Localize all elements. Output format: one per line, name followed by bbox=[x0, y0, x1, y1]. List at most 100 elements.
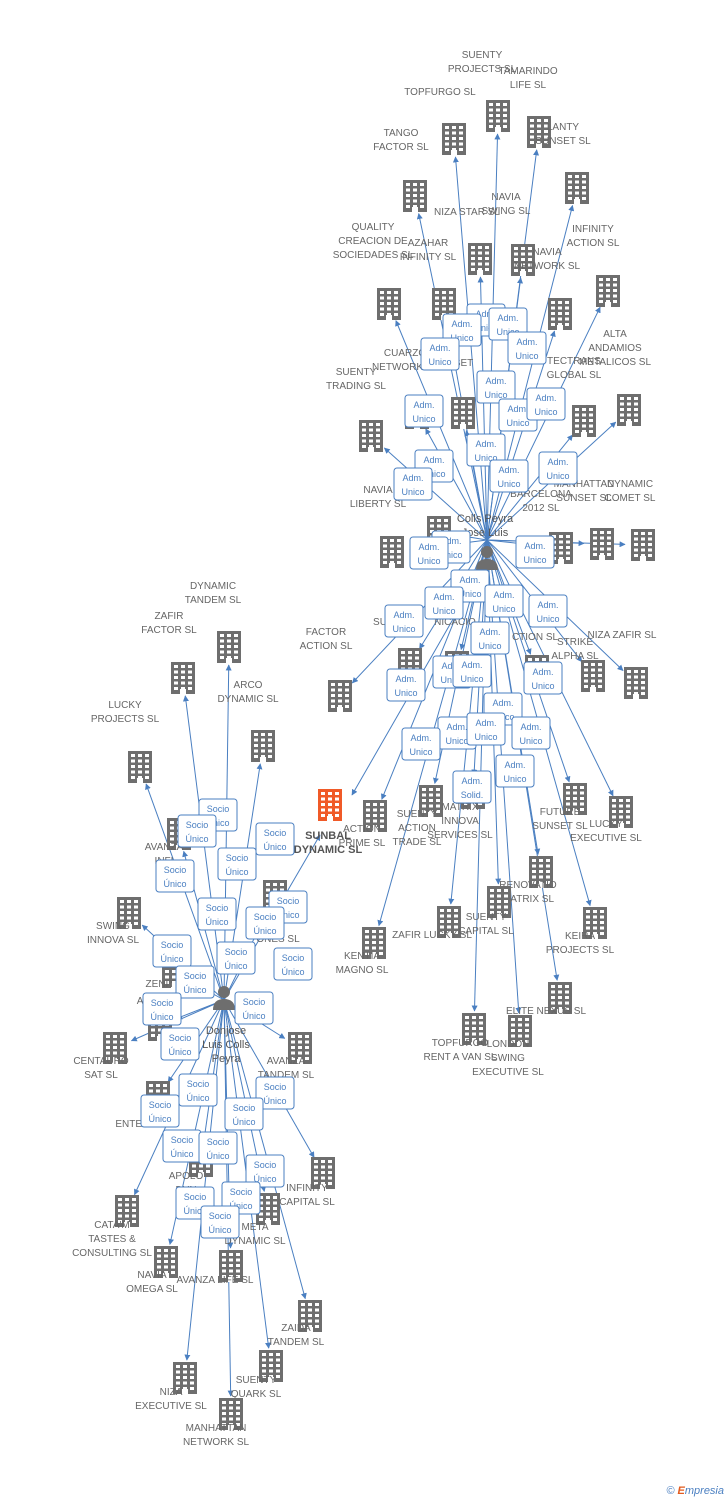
relation-badge-adm-unico[interactable]: Adm.Unico bbox=[484, 584, 524, 618]
company-building-icon[interactable] bbox=[596, 275, 620, 307]
company-building-icon[interactable] bbox=[508, 1015, 532, 1047]
building-window bbox=[165, 970, 169, 973]
company-building-icon[interactable] bbox=[251, 730, 275, 762]
company-building-icon[interactable] bbox=[403, 180, 427, 212]
company-building-icon[interactable] bbox=[154, 1246, 178, 1278]
relation-badge-adm-unico[interactable]: Adm.Unico bbox=[424, 586, 464, 620]
building-window bbox=[328, 1176, 332, 1180]
company-building-icon[interactable] bbox=[117, 897, 141, 929]
company-building-icon[interactable] bbox=[617, 394, 641, 426]
company-building-icon[interactable] bbox=[217, 631, 241, 663]
company-building-icon[interactable] bbox=[437, 906, 461, 938]
relation-badge-adm-unico[interactable]: Adm.Unico bbox=[528, 594, 568, 628]
company-building-icon[interactable] bbox=[631, 529, 655, 561]
company-building-icon[interactable] bbox=[462, 1013, 486, 1045]
person-icon[interactable] bbox=[213, 986, 235, 1010]
relation-badge-adm-unico[interactable]: Adm.Unico bbox=[470, 621, 510, 655]
company-building-icon[interactable] bbox=[377, 288, 401, 320]
company-building-icon[interactable] bbox=[128, 751, 152, 783]
company-building-icon[interactable] bbox=[624, 667, 648, 699]
building-window bbox=[379, 946, 383, 950]
person-icon[interactable] bbox=[476, 546, 498, 570]
company-building-icon[interactable] bbox=[173, 1362, 197, 1394]
company-building-icon[interactable] bbox=[171, 662, 195, 694]
company-building-icon[interactable] bbox=[219, 1398, 243, 1430]
company-building-icon[interactable] bbox=[468, 243, 492, 275]
relation-badge-adm-unico[interactable]: Adm.Unico bbox=[489, 459, 529, 493]
company-building-icon[interactable] bbox=[565, 172, 589, 204]
company-building-icon[interactable] bbox=[288, 1032, 312, 1064]
relation-badge-adm-unico[interactable]: Adm.Unico bbox=[401, 727, 441, 761]
relation-badge-adm-unico[interactable]: Adm.Unico bbox=[476, 370, 516, 404]
relation-badge-adm-unico[interactable]: Adm.Unico bbox=[526, 387, 566, 421]
relation-badge-text: Adm.Unico bbox=[460, 660, 483, 684]
company-building-icon[interactable] bbox=[103, 1032, 127, 1064]
company-building-icon[interactable] bbox=[581, 660, 605, 692]
relation-badge-adm-unico[interactable]: Adm.Unico bbox=[386, 668, 426, 702]
company-building-icon[interactable] bbox=[380, 536, 404, 568]
relation-badge-adm-unico[interactable]: Adm.Unico bbox=[523, 661, 563, 695]
company-building-icon[interactable] bbox=[451, 397, 475, 429]
company-building-icon[interactable] bbox=[219, 1250, 243, 1282]
company-building-icon[interactable] bbox=[529, 856, 553, 888]
company-building-icon[interactable] bbox=[548, 298, 572, 330]
relation-badge-adm-unico[interactable]: Adm.Unico bbox=[466, 433, 506, 467]
company-building-icon[interactable] bbox=[548, 982, 572, 1014]
company-building-icon[interactable] bbox=[590, 528, 614, 560]
company-building-icon[interactable] bbox=[259, 1350, 283, 1382]
relation-badge-adm-unico[interactable]: Adm.Unico bbox=[404, 394, 444, 428]
company-building-icon[interactable] bbox=[583, 907, 607, 939]
company-building-icon[interactable] bbox=[527, 116, 551, 148]
relation-badge-adm-unico[interactable]: Adm.Unico bbox=[495, 754, 535, 788]
company-building-icon[interactable] bbox=[115, 1195, 139, 1227]
company-building-icon[interactable] bbox=[572, 405, 596, 437]
relation-badge-adm-unico[interactable]: Adm.Unico bbox=[409, 536, 449, 570]
relation-badge-adm-unico[interactable]: Adm.Unico bbox=[384, 604, 424, 638]
relation-badge-adm-unico[interactable]: Adm.Unico bbox=[452, 654, 492, 688]
company-building-icon[interactable] bbox=[311, 1157, 335, 1189]
company-building-icon[interactable] bbox=[359, 420, 383, 452]
relation-badge-adm-unico[interactable]: Adm.Unico bbox=[420, 337, 460, 371]
company-building-icon[interactable] bbox=[363, 800, 387, 832]
company-building-icon[interactable] bbox=[487, 886, 511, 918]
relation-badge-adm-unico[interactable]: Adm.Unico bbox=[511, 716, 551, 750]
company-building-icon[interactable] bbox=[563, 783, 587, 815]
relation-badge-adm-unico[interactable]: Adm.Unico bbox=[538, 451, 578, 485]
company-building-icon[interactable] bbox=[486, 100, 510, 132]
company-building-icon[interactable] bbox=[511, 244, 535, 276]
building-window bbox=[390, 544, 394, 548]
company-building-icon[interactable] bbox=[328, 680, 352, 712]
center-company-building-icon[interactable] bbox=[318, 789, 342, 821]
company-building-icon[interactable] bbox=[362, 927, 386, 959]
relation-badge-adm-unico[interactable]: Adm.Unico bbox=[393, 467, 433, 501]
relation-badge-adm-solid[interactable]: Adm.Solid. bbox=[452, 770, 492, 804]
company-building-icon[interactable] bbox=[298, 1300, 322, 1332]
relation-badge-adm-unico[interactable]: Adm.Unico bbox=[507, 331, 547, 365]
relation-badge-adm-unico[interactable]: Adm.Unico bbox=[515, 535, 555, 569]
company-building-icon[interactable] bbox=[442, 123, 466, 155]
company-building-icon[interactable] bbox=[609, 796, 633, 828]
company-building-icon[interactable] bbox=[419, 785, 443, 817]
relation-badge-adm-unico[interactable]: Adm.Unico bbox=[466, 712, 506, 746]
